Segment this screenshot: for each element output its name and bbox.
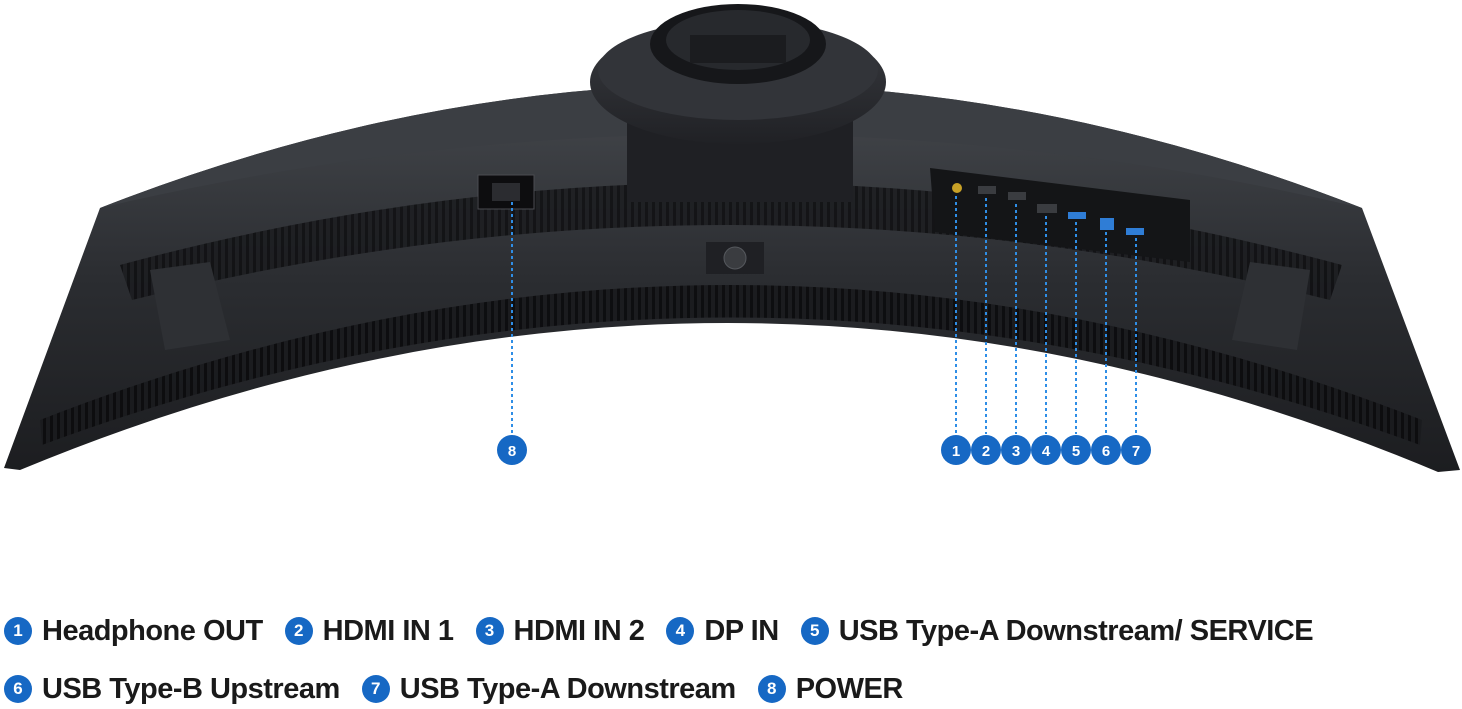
joystick-icon [723,246,747,270]
legend-label-usb-a-downstream: USB Type-A Downstream [399,672,736,705]
monitor-rear-view: 8 1 2 3 4 5 6 7 [4,4,1460,472]
callout-1-number: 1 [952,443,960,460]
legend-badge-8: 8 [757,675,786,703]
callout-7: 7 [1121,435,1151,465]
legend-badge-5: 5 [800,617,829,645]
hdmi-port-1 [978,186,996,194]
monitor-body [4,84,1460,472]
callout-4: 4 [1031,435,1061,465]
callout-1: 1 [941,435,971,465]
callout-4-number: 4 [1042,443,1051,460]
legend-item-headphone-out: 1 Headphone OUT [4,615,263,648]
legend-item-hdmi-in-1: 2 HDMI IN 1 [284,614,454,648]
callout-3-number: 3 [1012,443,1020,460]
legend-item-usb-a-downstream: 7 USB Type-A Downstream [361,672,736,706]
legend-label-hdmi-in-1: HDMI IN 1 [322,614,454,647]
usb-a-port-1 [1068,212,1086,219]
legend-label-hdmi-in-2: HDMI IN 2 [513,614,645,647]
legend-label-usb-b-upstream: USB Type-B Upstream [42,672,340,705]
legend-item-power: 8 POWER [757,672,904,706]
usb-b-port [1100,218,1114,230]
callout-2-number: 2 [982,443,990,460]
legend-row-1: 1 Headphone OUT 2 HDMI IN 1 3 HDMI IN 2 … [4,606,1454,656]
legend-badge-2: 2 [284,617,313,645]
callout-8-number: 8 [508,443,516,460]
legend-row-2: 6 USB Type-B Upstream 7 USB Type-A Downs… [4,664,1454,709]
callout-3: 3 [1001,435,1031,465]
hdmi-port-2 [1008,192,1026,200]
legend-item-usb-a-downstream-service: 5 USB Type-A Downstream/ SERVICE [800,614,1314,648]
legend-item-hdmi-in-2: 3 HDMI IN 2 [475,614,645,648]
callout-6: 6 [1091,435,1121,465]
callout-5-number: 5 [1072,443,1080,460]
legend-label-headphone-out: Headphone OUT [42,614,263,647]
legend-badge-4: 4 [666,617,695,645]
headphone-port [952,183,962,193]
callout-8: 8 [497,435,527,465]
legend-label-usb-a-downstream-service: USB Type-A Downstream/ SERVICE [838,614,1314,647]
dp-port [1037,204,1057,213]
callout-5: 5 [1061,435,1091,465]
usb-a-port-2 [1126,228,1144,235]
port-legend: 1 Headphone OUT 2 HDMI IN 1 3 HDMI IN 2 … [4,606,1454,709]
callout-2: 2 [971,435,1001,465]
legend-badge-3: 3 [475,617,504,645]
callout-6-number: 6 [1102,443,1110,460]
legend-label-dp-in: DP IN [704,614,779,647]
leader-lines [511,196,1137,434]
legend-item-dp-in: 4 DP IN [666,614,779,648]
legend-badge-7: 7 [361,675,390,703]
legend-badge-6: 6 [4,675,32,703]
legend-item-usb-b-upstream: 6 USB Type-B Upstream [4,673,340,706]
callout-7-number: 7 [1132,443,1140,460]
legend-badge-1: 1 [4,617,32,645]
legend-label-power: POWER [795,672,904,705]
